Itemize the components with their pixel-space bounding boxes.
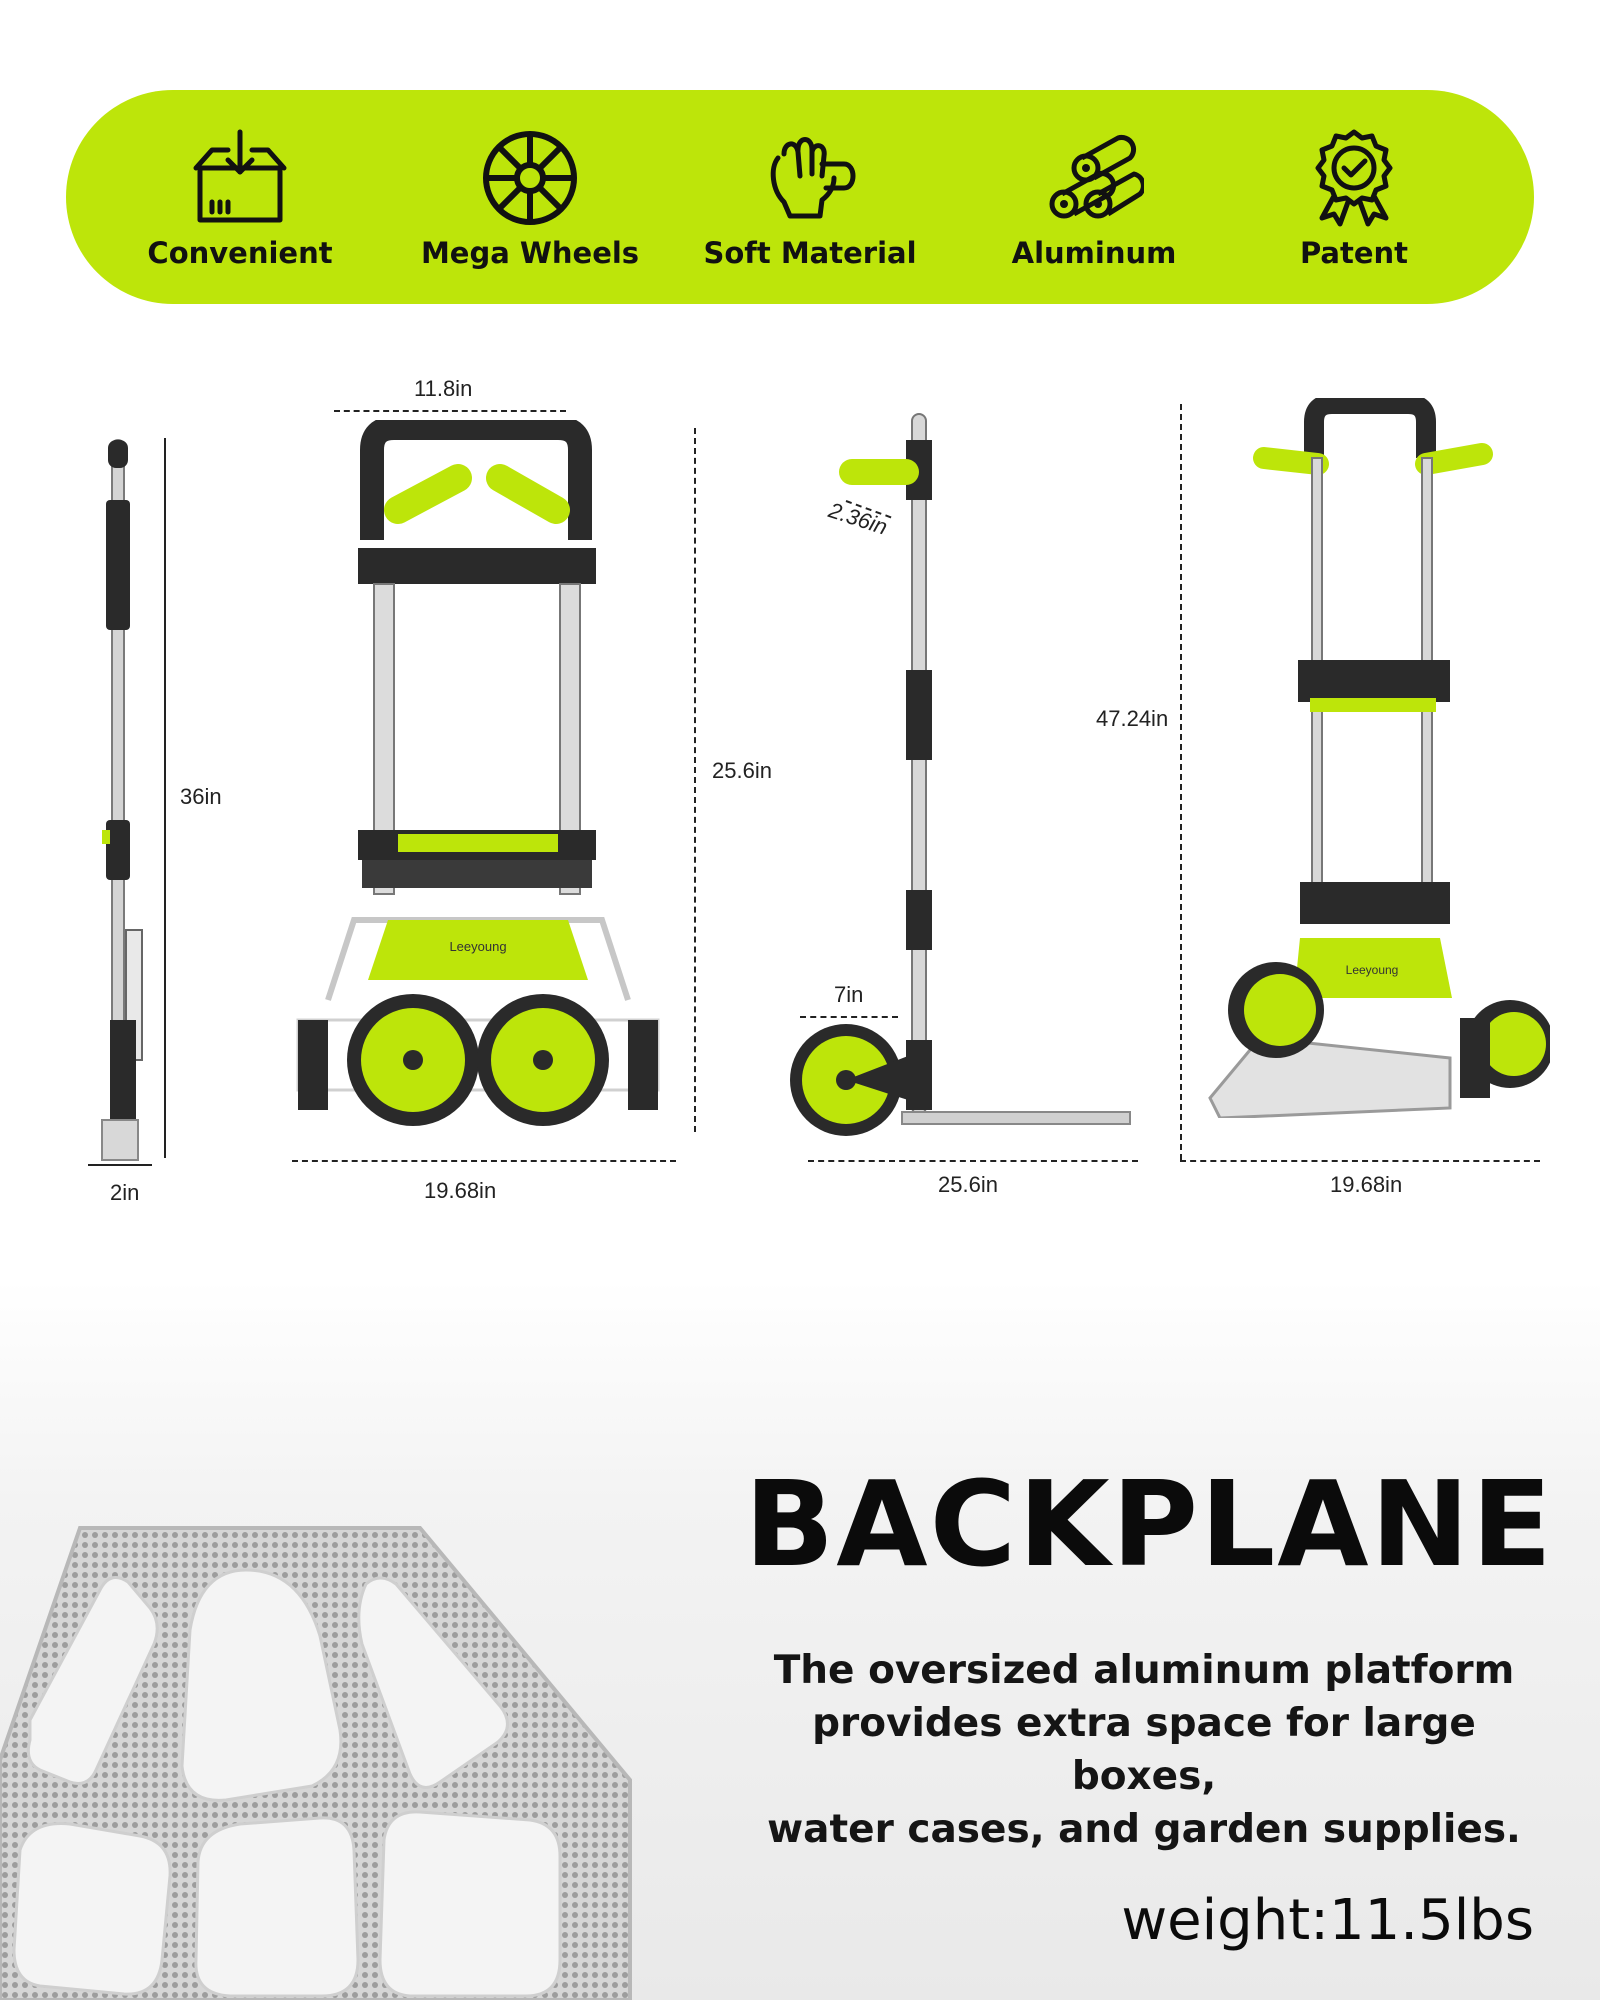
weight-spec: weight:11.5lbs — [1121, 1888, 1534, 1953]
feature-label: Convenient — [147, 236, 333, 270]
trolley-illustration: Leeyoung — [296, 420, 660, 1126]
dimension-label: 2in — [110, 1180, 140, 1205]
dimension-label: 11.8in — [414, 376, 473, 401]
dimension-label: 25.6in — [938, 1172, 998, 1197]
trolley-illustration — [101, 439, 143, 1161]
description-line: provides extra space for large boxes, — [812, 1701, 1476, 1799]
section-description: The oversized aluminum platform provides… — [734, 1644, 1554, 1856]
open-perspective-view: Leeyoung — [1208, 398, 1550, 1118]
box-download-icon — [193, 129, 287, 223]
feature-convenient: Convenient — [110, 90, 370, 304]
dimension-line — [292, 1160, 676, 1162]
folded-front-view: Leeyoung — [296, 420, 660, 1126]
dimension-label: 36in — [180, 784, 222, 809]
feature-soft-material: Soft Material — [680, 90, 940, 304]
svg-text:Leeyoung: Leeyoung — [449, 939, 506, 954]
dimension-line — [334, 410, 566, 412]
trolley-illustration: Leeyoung — [1208, 398, 1550, 1118]
feature-label: Soft Material — [703, 236, 917, 270]
dimension-line — [164, 438, 166, 1158]
dimension-label: 7in — [834, 982, 864, 1007]
aluminum-bars-icon — [1049, 134, 1144, 219]
open-side-view — [790, 413, 1131, 1136]
hand-grip-icon — [770, 137, 856, 219]
dimension-line — [1180, 1160, 1540, 1162]
folded-side-view — [101, 439, 143, 1161]
feature-patent: Patent — [1224, 90, 1484, 304]
dimension-line — [88, 1164, 152, 1166]
dimension-label: 19.68in — [1330, 1172, 1403, 1197]
dimension-label: 19.68in — [424, 1178, 497, 1203]
dimension-line — [1180, 404, 1182, 1160]
dimension-line — [800, 1016, 898, 1018]
feature-label: Aluminum — [1011, 236, 1177, 270]
dimension-line — [808, 1160, 1138, 1162]
feature-label: Mega Wheels — [420, 236, 640, 270]
section-title: BACKPLANE — [744, 1455, 1554, 1593]
feature-label: Patent — [1299, 236, 1409, 270]
feature-mega-wheels: Mega Wheels — [400, 90, 660, 304]
wheel-icon — [483, 131, 577, 225]
features-banner: Convenient Mega Wheels — [66, 90, 1534, 304]
dimension-line — [694, 428, 696, 1132]
dimension-label: 25.6in — [712, 758, 772, 783]
description-line: The oversized aluminum platform — [773, 1648, 1515, 1693]
dimension-label: 47.24in — [1096, 706, 1169, 731]
svg-text:Leeyoung: Leeyoung — [1346, 963, 1399, 977]
feature-aluminum: Aluminum — [964, 90, 1224, 304]
trolley-illustration — [790, 413, 1131, 1136]
certified-badge-icon — [1315, 129, 1393, 227]
backplane-platform-image — [0, 1526, 632, 2000]
description-line: water cases, and garden supplies. — [767, 1807, 1521, 1852]
